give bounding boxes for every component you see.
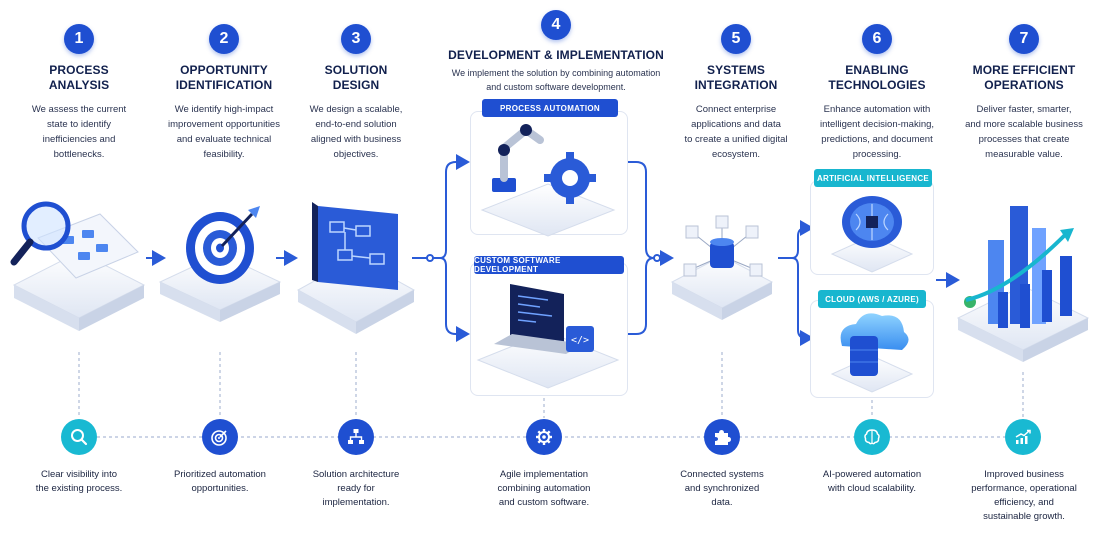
step-number-badge: 2 — [209, 24, 239, 54]
solution-design-blueprint-illustration — [296, 202, 416, 334]
step-description: We implement the solution by combining a… — [451, 68, 661, 92]
target-icon — [211, 430, 227, 446]
custom-software-laptop-illustration: </> — [476, 284, 620, 389]
growth-chart-icon — [1015, 429, 1031, 444]
efficient-operations-city-illustration — [956, 206, 1090, 362]
outcome-icon-7 — [1005, 419, 1041, 455]
outcome-icon-1 — [61, 419, 97, 455]
gear-icon — [536, 429, 552, 445]
split-connector-4 — [412, 154, 470, 342]
step-title: DEVELOPMENT & IMPLEMENTATION — [448, 48, 664, 62]
svg-text:</>: </> — [571, 335, 589, 346]
hierarchy-icon — [348, 429, 364, 444]
process-automation-label: PROCESS AUTOMATION — [482, 99, 618, 117]
puzzle-icon — [715, 430, 731, 445]
step-number-badge: 4 — [541, 10, 571, 40]
custom-software-label: CUSTOM SOFTWARE DEVELOPMENT — [474, 256, 624, 274]
vertical-dashed-lines — [78, 352, 1024, 418]
outcome-icon-3 — [338, 419, 374, 455]
step-number-badge: 5 — [721, 24, 751, 54]
step-4: 4 DEVELOPMENT & IMPLEMENTATION We implem… — [434, 10, 678, 94]
artificial-intelligence-label: ARTIFICIAL INTELLIGENCE — [814, 169, 932, 187]
outcome-icon-4 — [526, 419, 562, 455]
process-automation-illustration — [480, 124, 616, 237]
step-number-badge: 3 — [341, 24, 371, 54]
artificial-intelligence-brain-illustration — [830, 196, 914, 273]
step-number-badge: 7 — [1009, 24, 1039, 54]
step-description: We design a scalable,end-to-end solution… — [309, 104, 403, 160]
outcome-icon-5 — [704, 419, 740, 455]
outcome-icon-2 — [202, 419, 238, 455]
process-analysis-illustration — [10, 201, 146, 331]
merge-connector-4 — [628, 161, 674, 335]
systems-integration-illustration — [670, 215, 774, 320]
search-icon — [71, 429, 88, 446]
cloud-database-illustration — [830, 313, 914, 393]
split-connector-6 — [778, 220, 814, 346]
brain-icon — [864, 429, 880, 445]
outcome-icon-6 — [854, 419, 890, 455]
cloud-label: CLOUD (AWS / AZURE) — [818, 290, 926, 308]
opportunity-target-illustration — [158, 206, 282, 322]
step-number-badge: 1 — [64, 24, 94, 54]
step-description: Deliver faster, smarter,and more scalabl… — [965, 104, 1083, 160]
step-number-badge: 6 — [862, 24, 892, 54]
